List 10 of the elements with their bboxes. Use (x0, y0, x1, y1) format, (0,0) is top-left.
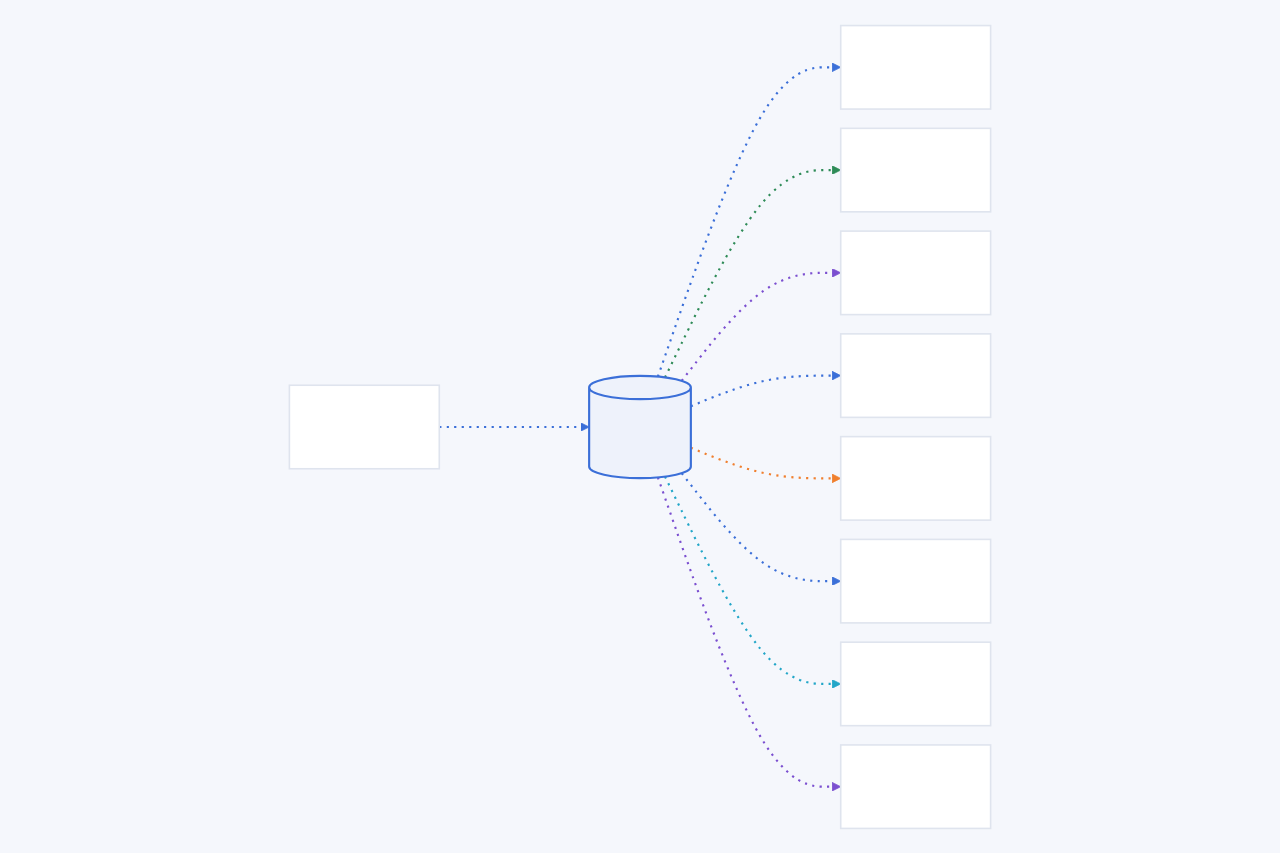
node-box (839, 127, 992, 213)
node-box (839, 332, 992, 418)
node-cylinder (588, 374, 692, 479)
node-box (839, 229, 992, 315)
node-box (839, 538, 992, 624)
node-box (839, 24, 992, 110)
node-box (839, 435, 992, 521)
node-box (288, 383, 441, 470)
node-box (839, 640, 992, 726)
node-box (839, 743, 992, 829)
